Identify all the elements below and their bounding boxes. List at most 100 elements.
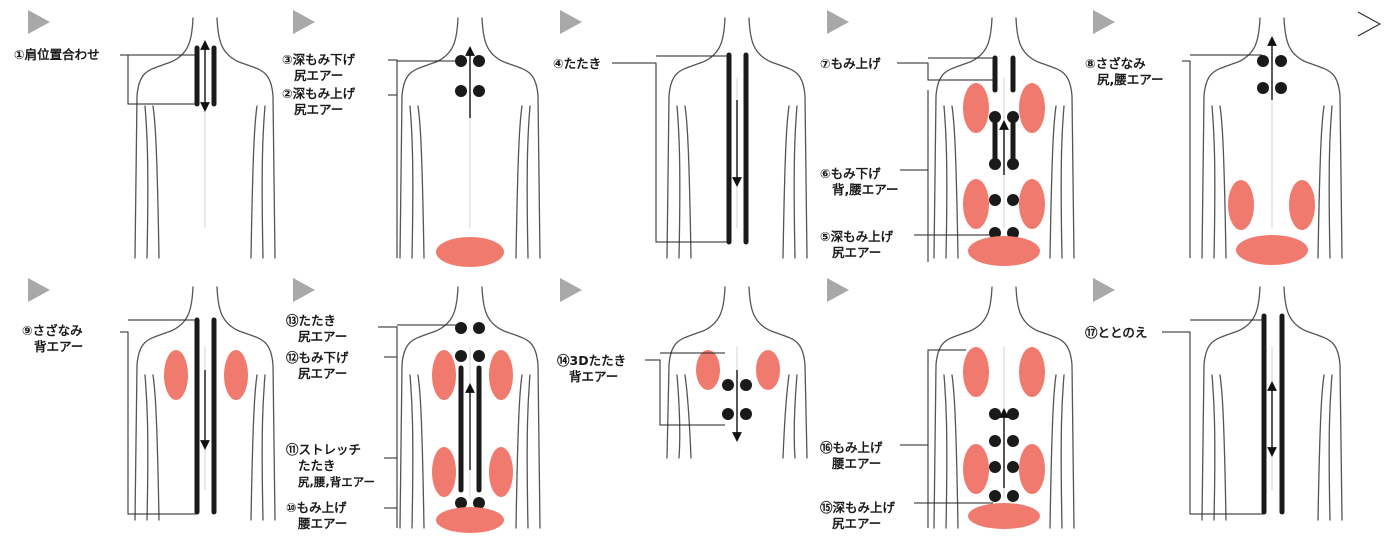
arm-inner bbox=[145, 375, 148, 520]
shoulder-line bbox=[1284, 287, 1342, 520]
play-marker-icon bbox=[28, 10, 50, 34]
arm-inner bbox=[1061, 106, 1064, 258]
roller-ball bbox=[1257, 82, 1269, 94]
torso-side bbox=[1050, 375, 1056, 528]
step-label-16: ⑯もみ上げ腰エアー bbox=[820, 440, 883, 472]
roller-ball bbox=[989, 490, 1001, 502]
roller-ball bbox=[1007, 194, 1019, 206]
air-pad bbox=[963, 179, 989, 229]
air-pad bbox=[489, 350, 513, 400]
roller-ball bbox=[473, 55, 485, 67]
arm-inner bbox=[410, 106, 413, 258]
arm-inner bbox=[1061, 375, 1064, 528]
arm-inner bbox=[677, 375, 680, 458]
step-label-13: ⑬たたき尻エアー bbox=[286, 313, 347, 345]
play-marker-icon bbox=[28, 278, 50, 302]
body-outline bbox=[934, 287, 1074, 528]
air-pad bbox=[489, 447, 513, 497]
air-pad bbox=[963, 444, 989, 494]
air-pad bbox=[1019, 179, 1045, 229]
arm-inner bbox=[527, 375, 530, 528]
play-marker-icon bbox=[560, 10, 582, 34]
arm-inner bbox=[1212, 375, 1215, 520]
torso-side bbox=[1050, 106, 1056, 258]
step-label-17: ⑰ととのえ bbox=[1085, 325, 1147, 341]
torso-side bbox=[251, 106, 257, 258]
torso-side bbox=[251, 375, 257, 520]
torso-side bbox=[783, 106, 789, 258]
shoulder-line bbox=[749, 18, 807, 258]
roller-ball bbox=[1007, 490, 1019, 502]
step-label-2: ②深もみ上げ尻エアー bbox=[282, 86, 355, 118]
arm-inner bbox=[794, 106, 797, 258]
shoulder-line bbox=[482, 287, 540, 528]
arm-inner bbox=[262, 375, 265, 520]
air-pad bbox=[963, 347, 989, 397]
roller-ball bbox=[455, 350, 467, 362]
roller-ball bbox=[473, 322, 485, 334]
arm-inner bbox=[1329, 106, 1332, 258]
roller-ball bbox=[473, 350, 485, 362]
air-pad bbox=[432, 447, 456, 497]
air-pad bbox=[968, 503, 1040, 529]
torso-side bbox=[685, 106, 691, 258]
torso-side bbox=[1220, 106, 1226, 258]
air-pad bbox=[1019, 83, 1045, 133]
air-pad bbox=[1019, 347, 1045, 397]
shoulder-line bbox=[400, 18, 458, 258]
roller-ball bbox=[1007, 461, 1019, 473]
torso-side bbox=[685, 375, 691, 458]
roller-ball bbox=[1007, 111, 1019, 123]
air-pad bbox=[436, 237, 504, 267]
leader-line bbox=[1182, 61, 1190, 258]
play-marker-icon bbox=[1093, 278, 1115, 302]
step-label-6: ⑥もみ下げ背,腰エアー bbox=[820, 166, 899, 198]
shoulder-line bbox=[1202, 287, 1260, 520]
roller-ball bbox=[1007, 408, 1019, 420]
shoulder-line bbox=[482, 18, 540, 258]
roller-ball bbox=[455, 85, 467, 97]
play-marker-icon bbox=[560, 278, 582, 302]
roller-ball bbox=[740, 379, 752, 391]
roller-ball bbox=[473, 85, 485, 97]
roller-ball bbox=[740, 408, 752, 420]
roller-ball bbox=[989, 408, 1001, 420]
air-pad bbox=[1228, 180, 1254, 230]
leader-line bbox=[900, 90, 928, 170]
roller-ball bbox=[1275, 82, 1287, 94]
torso-side bbox=[153, 106, 159, 258]
torso-side bbox=[1318, 106, 1324, 258]
air-pad bbox=[164, 350, 188, 400]
roller-ball bbox=[989, 111, 1001, 123]
play-marker-icon bbox=[827, 10, 849, 34]
roller-ball bbox=[1257, 55, 1269, 67]
air-pad bbox=[224, 350, 248, 400]
roller-ball bbox=[1007, 158, 1019, 170]
step-label-1: ①肩位置合わせ bbox=[14, 47, 100, 63]
step-label-10: ⑩もみ上げ腰エアー bbox=[286, 500, 347, 532]
arm-inner bbox=[1329, 375, 1332, 520]
shoulder-line bbox=[1202, 18, 1260, 258]
roller-ball bbox=[989, 435, 1001, 447]
shoulder-line bbox=[1016, 287, 1074, 528]
torso-side bbox=[418, 106, 424, 258]
arm-inner bbox=[145, 106, 148, 258]
arm-inner bbox=[1212, 106, 1215, 258]
arm-inner bbox=[527, 106, 530, 258]
step-label-7: ⑦もみ上げ bbox=[820, 56, 881, 72]
roller-ball bbox=[1275, 55, 1287, 67]
air-pad bbox=[756, 350, 780, 390]
roller-ball bbox=[989, 158, 1001, 170]
leader-line bbox=[120, 55, 197, 104]
leader-line bbox=[1358, 12, 1380, 36]
torso-side bbox=[1318, 375, 1324, 520]
play-marker-icon bbox=[293, 10, 315, 34]
shoulder-line bbox=[135, 18, 193, 258]
arm-inner bbox=[944, 375, 947, 528]
roller-ball bbox=[455, 322, 467, 334]
step-label-4: ④たたき bbox=[553, 56, 601, 72]
torso-side bbox=[153, 375, 159, 520]
step-label-5: ⑤深もみ上げ尻エアー bbox=[820, 229, 893, 261]
play-marker-icon bbox=[293, 278, 315, 302]
